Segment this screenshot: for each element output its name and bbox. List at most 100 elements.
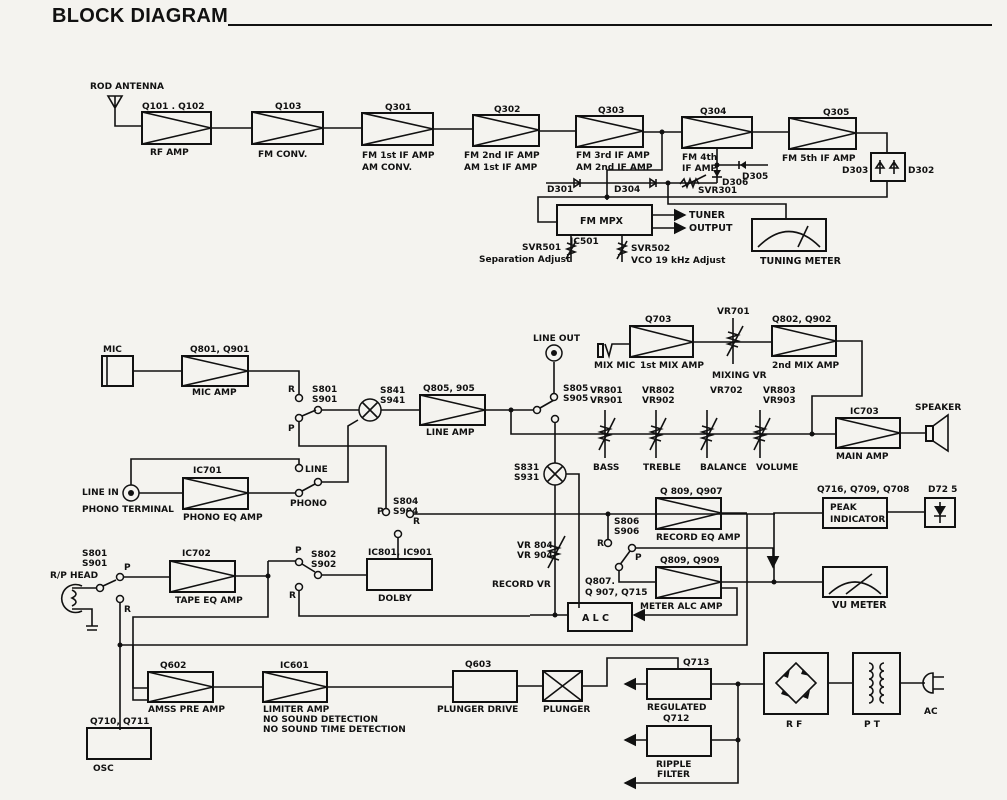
- alc-ref-2: Q 907, Q715: [585, 588, 648, 598]
- pt-label: P T: [864, 720, 881, 730]
- phono-eq-block: IC701 PHONO EQ AMP: [182, 466, 263, 523]
- fm-mpx-label: FM MPX: [580, 216, 624, 227]
- fm-conv-block: Q103 FM CONV.: [251, 102, 324, 160]
- s801-head-label-1: S801: [82, 549, 107, 559]
- q304-label-2: IF AMP: [682, 164, 718, 174]
- fm-1st-if-block: Q301 FM 1st IF AMP AM CONV.: [361, 103, 435, 173]
- treble-control: VR802 VR902 TREBLE: [642, 386, 681, 473]
- s801-head-label-2: S901: [82, 559, 107, 569]
- vr701-resistor: [725, 318, 744, 364]
- tone-control-chain: VR801 VR901 BASS VR802 VR902 TREBLE VR70…: [590, 386, 798, 473]
- peak-indicator-block: PEAK INDICATOR Q716, Q709, Q708: [817, 485, 909, 529]
- tuner-output-label-1: TUNER: [689, 210, 726, 221]
- s806-p-label: P: [635, 553, 642, 563]
- line-select-label: LINE: [305, 465, 328, 475]
- peak-label-1: PEAK: [830, 503, 858, 513]
- d303-label: D303: [842, 166, 868, 176]
- s841-mixer: [358, 398, 382, 422]
- main-amp-label: MAIN AMP: [836, 452, 889, 462]
- line-out-label: LINE OUT: [533, 334, 581, 344]
- fm-3rd-if-block: Q303 FM 3rd IF AMP AM 2nd IF AMP: [575, 106, 653, 173]
- limiter-label-2: NO SOUND DETECTION: [263, 715, 378, 725]
- title-rule: [228, 24, 992, 26]
- ripple-filter-block: Q712 RIPPLE FILTER: [646, 714, 712, 780]
- fm-conv-label: FM CONV.: [258, 150, 307, 160]
- ripple-label-1: RIPPLE: [656, 760, 691, 770]
- power-transformer-block: P T: [852, 652, 901, 730]
- vr804-label-2: VR 904: [517, 551, 553, 561]
- record-vr-resistor: [546, 535, 566, 569]
- svg-text:VR902: VR902: [642, 396, 675, 406]
- svr502-label: SVR502: [631, 244, 670, 254]
- q302-label-2: AM 1st IF AMP: [464, 163, 538, 173]
- d305-label: D305: [742, 172, 768, 182]
- s806-r-label: R: [597, 539, 604, 549]
- s806-label-2: S906: [614, 527, 639, 537]
- tuning-meter: TUNING METER: [751, 218, 842, 267]
- mic-amp-label: MIC AMP: [192, 388, 237, 398]
- mix1-ref: Q703: [645, 315, 671, 325]
- svr301-resistor: [679, 176, 700, 190]
- q303-ref: Q303: [598, 106, 624, 116]
- amss-label: AMSS PRE AMP: [148, 705, 225, 715]
- meter-alc-label: METER ALC AMP: [640, 602, 723, 612]
- s831-label-1: S831: [514, 463, 539, 473]
- plunger-drive-ref: Q603: [465, 660, 491, 670]
- tape-eq-label: TAPE EQ AMP: [175, 596, 243, 606]
- line-amp-label: LINE AMP: [426, 428, 475, 438]
- mix-mic-label: MIX MIC: [594, 361, 636, 371]
- s801-head-p-label: P: [124, 563, 131, 573]
- q304-label-1: FM 4th: [682, 153, 717, 163]
- svr502-resistor: [615, 235, 629, 262]
- q302-ref: Q302: [494, 105, 520, 115]
- q301-label-1: FM 1st IF AMP: [362, 151, 435, 161]
- svr501-resistor: [564, 235, 578, 262]
- mix1-amp-block: Q703 1st MIX AMP: [629, 315, 704, 371]
- plunger-icon: PLUNGER: [542, 670, 590, 715]
- mix2-label: 2nd MIX AMP: [772, 361, 840, 371]
- alc-ref-1: Q807.: [585, 577, 615, 587]
- vu-meter-label: VU METER: [832, 600, 887, 611]
- s801-r-label: R: [288, 385, 295, 395]
- ac-plug-icon: AC: [922, 672, 944, 717]
- record-eq-ref: Q 809, Q907: [660, 487, 723, 497]
- tuning-meter-label: TUNING METER: [760, 256, 842, 267]
- antenna-label: ROD ANTENNA: [90, 82, 164, 92]
- fm-2nd-if-block: Q302 FM 2nd IF AMP AM 1st IF AMP: [464, 105, 540, 173]
- q303-label-2: AM 2nd IF AMP: [576, 163, 653, 173]
- q303-label-1: FM 3rd IF AMP: [576, 151, 650, 161]
- peak-label-2: INDICATOR: [830, 515, 885, 525]
- s802-r-label: R: [289, 591, 296, 601]
- osc-label: OSC: [93, 764, 114, 774]
- s831-mixer: [543, 462, 567, 486]
- d301-label: D301: [547, 185, 573, 195]
- s802-p-label: P: [295, 546, 302, 556]
- balance-label: BALANCE: [700, 463, 747, 473]
- q301-ref: Q301: [385, 103, 411, 113]
- meter-alc-ref: Q809, Q909: [660, 556, 719, 566]
- ic501-label: IC501: [570, 237, 599, 247]
- phono-select-label: PHONO: [290, 499, 327, 509]
- amss-ref: Q602: [160, 661, 186, 671]
- main-amp-ref: IC703: [850, 407, 879, 417]
- mic-amp-block: Q801, Q901 MIC AMP: [181, 345, 249, 398]
- mic-icon: [101, 355, 134, 387]
- antenna-icon: [106, 95, 142, 127]
- svg-text:VR801: VR801: [590, 386, 623, 396]
- dolby-ref: IC801, IC901: [368, 548, 432, 558]
- mix1-label: 1st MIX AMP: [640, 361, 704, 371]
- osc-ref: Q710, Q711: [90, 717, 149, 727]
- fm-5th-if-block: Q305 FM 5th IF AMP: [782, 108, 857, 164]
- svg-text:VR803: VR803: [763, 386, 796, 396]
- s801-head-r-label: R: [124, 605, 131, 615]
- mix2-amp-block: Q802, Q902 2nd MIX AMP: [771, 315, 840, 371]
- s841-label-1: S841: [380, 386, 405, 396]
- page-title: BLOCK DIAGRAM: [52, 5, 229, 27]
- power-section: Q713 REGULATED Q712 RIPPLE FILTER R F P …: [625, 652, 944, 783]
- dolby-label: DOLBY: [378, 594, 412, 604]
- rf-amp-ref: Q101 . Q102: [142, 102, 205, 112]
- tape-eq-ref: IC702: [182, 549, 211, 559]
- s801-label-2: S901: [312, 395, 337, 405]
- s802-label-2: S902: [311, 560, 336, 570]
